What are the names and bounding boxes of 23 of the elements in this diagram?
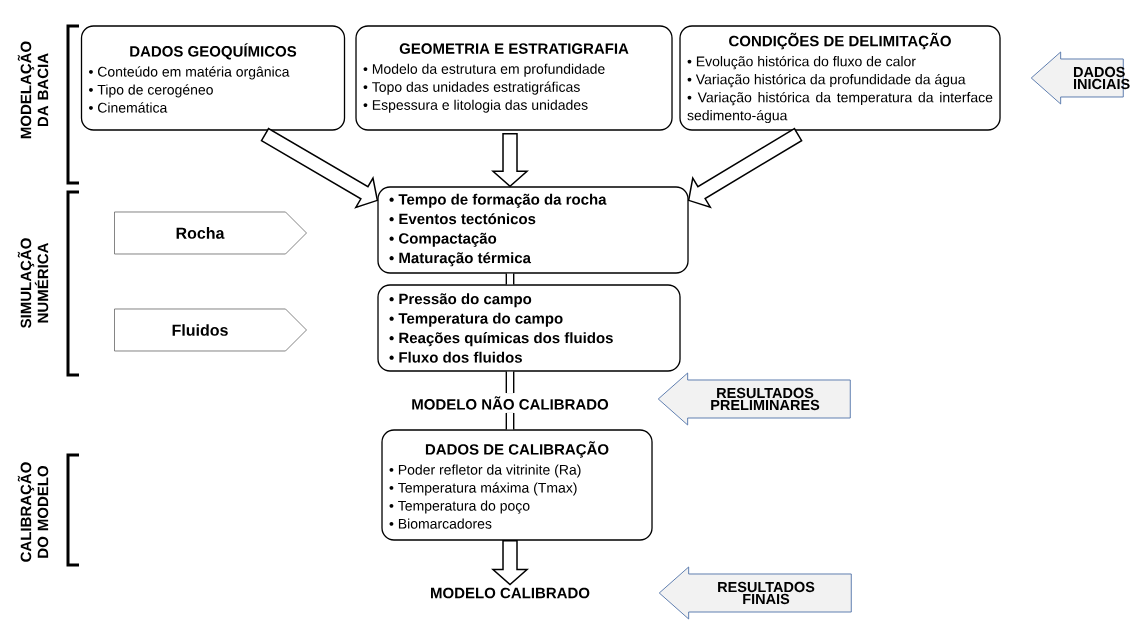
arrow-box: RESULTADOS FINAIS (658, 566, 852, 620)
section-label: CALIBRAÇÃO DO MODELO (17, 462, 49, 562)
block-arrow (687, 127, 803, 209)
arrow-box: DADOS INICIAIS (1030, 51, 1130, 105)
stage-label: MODELO NÃO CALIBRADO (408, 393, 612, 413)
pentagon-box: Rocha (114, 211, 307, 255)
text-box: DADOS GEOQUÍMICOS • Conteúdo em matéria orgânica • Tipo de cerogéneo • Cinemática (80, 25, 346, 131)
pentagon-box: Fluidos (114, 308, 307, 352)
text-box: DADOS DE CALIBRAÇÃO • Poder refletor da vitrinite (Ra) • Temperatura máxima (Tmax) • Temperatura do poço • Biomarcadores (381, 429, 653, 541)
section-label: SIMULAÇÃO NUMÉRICA (17, 238, 49, 328)
text-box: GEOMETRIA E ESTRATIGRAFIA • Modelo da estrutura em profundidade • Topo das unidades estratigráficas • Espessura e litologia das unidades (355, 25, 673, 131)
double-line-connector (505, 273, 515, 285)
section-label: MODELAÇÃO DA BACIA (17, 41, 49, 139)
double-line-connector (505, 371, 515, 394)
text-box: CONDIÇÕES DE DELIMITAÇÃO • Evolução histórica do fluxo de calor • Variação histórica da profundidade da água • Variação histórica da temperatura da interface sedimento-água (679, 25, 1001, 131)
block-arrow (491, 132, 529, 188)
arrow-box: RESULTADOS PRELIMINARES (657, 372, 851, 426)
text-box: • Tempo de formação da rocha • Eventos tectónicos • Compactação • Maturação térmica (377, 186, 689, 274)
block-arrow (491, 539, 529, 586)
block-arrow (260, 127, 379, 209)
double-line-connector (505, 412, 515, 430)
stage-label: MODELO CALIBRADO (427, 584, 593, 602)
text-box: • Pressão do campo • Temperatura do campo • Reações químicas dos fluidos • Fluxo dos fluidos (377, 284, 681, 372)
